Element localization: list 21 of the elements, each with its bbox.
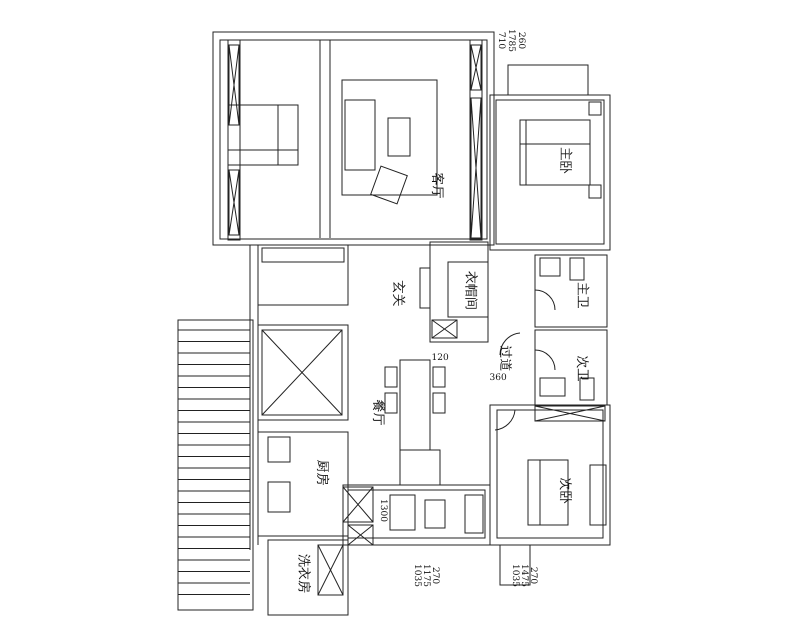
dimension-text: 270 (430, 566, 439, 584)
room-label: 次卫 (576, 355, 588, 381)
room-label: 玄关 (392, 280, 404, 306)
room-label: 衣帽间 (464, 270, 476, 310)
room-label: 洗衣房 (296, 554, 310, 592)
dimension-text: 1300 (377, 498, 386, 522)
dimension-text: 1035 (411, 564, 420, 586)
room-label: 客厅 (430, 172, 444, 198)
dimension-text: 1785 (505, 28, 514, 52)
room-label: 主卫 (576, 282, 588, 308)
dimension-text: 120 (432, 354, 449, 362)
room-label: 次卧 (558, 477, 572, 503)
room-label: 厨房 (316, 459, 328, 485)
dimension-text: 710 (496, 31, 505, 49)
room-label: 过道 (498, 345, 512, 371)
room-label: 餐厅 (372, 399, 384, 425)
dimension-text: 270 (528, 566, 537, 584)
dimension-text: 260 (516, 31, 525, 49)
dimension-text: 1035 (509, 564, 518, 586)
room-label: 主卧 (558, 147, 572, 173)
dimension-text: 360 (490, 374, 507, 382)
